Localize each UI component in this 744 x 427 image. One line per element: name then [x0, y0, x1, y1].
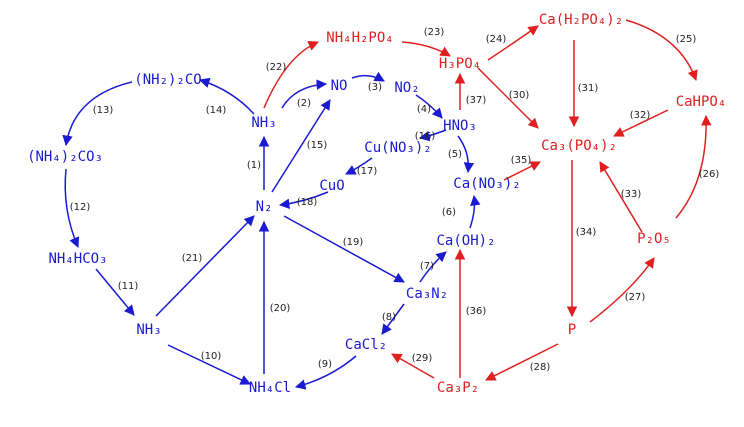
arrow-24 [487, 25, 539, 61]
edge-label-1: (1) [247, 160, 261, 171]
node-nitrogen-dioxide: NO₂ [394, 80, 419, 96]
arrow-4 [415, 94, 443, 119]
arrow-18 [278, 191, 329, 210]
arrow-25 [625, 19, 698, 81]
node-nitric-oxide: NO [331, 78, 348, 94]
edge-label-25: (25) [676, 34, 697, 45]
edge-label-7: (7) [420, 261, 434, 272]
edge-label-23: (23) [424, 27, 445, 38]
edge-label-13: (13) [93, 105, 114, 116]
arrow-11 [95, 268, 135, 316]
arrow-32 [613, 109, 669, 137]
arrow-19 [283, 215, 405, 283]
arrow-28 [485, 343, 559, 381]
node-calcium-hydrogen-phosphate: CaHPO₄ [676, 94, 727, 110]
node-ammonium-chloride: NH₄Cl [249, 380, 291, 396]
node-nitric-acid: HNO₃ [443, 118, 477, 134]
edge-label-14: (14) [206, 105, 227, 116]
edge-label-19: (19) [343, 237, 364, 248]
arrow-3 [351, 71, 385, 82]
edge-label-9: (9) [318, 359, 332, 370]
edge-label-32: (32) [630, 110, 651, 121]
arrow-5 [457, 135, 475, 174]
edge-label-33: (33) [621, 189, 642, 200]
arrow-10 [167, 344, 251, 385]
arrow-2 [281, 79, 328, 109]
arrow-13 [62, 81, 133, 147]
node-copper-nitrate: Cu(NO₃)₂ [364, 140, 431, 156]
edge-label-11: (11) [118, 281, 139, 292]
edge-label-26: (26) [699, 169, 720, 180]
edge-label-10: (10) [201, 351, 222, 362]
edge-label-31: (31) [578, 83, 599, 94]
node-calcium-phosphide: Ca₃P₂ [437, 380, 479, 396]
edge-label-3: (3) [368, 82, 382, 93]
edge-label-18: (18) [297, 197, 318, 208]
edge-label-6: (6) [442, 207, 456, 218]
edge-label-4: (4) [417, 104, 431, 115]
arrow-29 [391, 353, 435, 379]
node-ammonia-left: NH₃ [136, 322, 161, 338]
node-calcium-hydroxide: Ca(OH)₂ [436, 233, 495, 249]
edge-label-2: (2) [297, 98, 311, 109]
arrow-14 [198, 77, 255, 115]
arrow-16 [418, 129, 447, 142]
edge-label-37: (37) [466, 95, 487, 106]
arrow-12 [64, 168, 80, 248]
arrow-33 [599, 161, 643, 233]
edge-label-30: (30) [509, 90, 530, 101]
node-calcium-dihydrogen-phosphate: Ca(H₂PO₄)₂ [539, 12, 623, 28]
edge-label-28: (28) [530, 362, 551, 373]
node-calcium-chloride: CaCl₂ [345, 337, 387, 353]
edge-label-20: (20) [270, 303, 291, 314]
arrow-26 [675, 114, 712, 219]
edge-label-8: (8) [382, 312, 396, 323]
arrow-7 [419, 251, 447, 283]
node-calcium-phosphate: Ca₃(PO₄)₂ [541, 138, 617, 154]
edge-label-29: (29) [412, 353, 433, 364]
arrow-9 [294, 355, 357, 390]
node-copper-oxide: CuO [319, 178, 344, 194]
node-ammonia-top: NH₃ [251, 115, 276, 131]
edge-label-34: (34) [576, 227, 597, 238]
node-ammonium-carbonate: (NH₄)₂CO₃ [27, 149, 103, 165]
node-phosphorus-pentoxide: P₂O₅ [637, 231, 671, 247]
edge-label-21: (21) [182, 253, 203, 264]
node-ammonium-dihydrogen-phosphate: NH₄H₂PO₄ [326, 30, 393, 46]
edge-label-35: (35) [511, 155, 532, 166]
node-calcium-nitrate: Ca(NO₃)₂ [453, 176, 520, 192]
edge-label-5: (5) [448, 149, 462, 160]
edge-label-17: (17) [357, 166, 378, 177]
edge-label-12: (12) [70, 202, 91, 213]
arrow-35 [503, 161, 541, 181]
arrow-6 [469, 194, 481, 229]
edge-label-16: (16) [415, 131, 436, 142]
node-urea: (NH₂)₂CO [134, 72, 201, 88]
node-ammonium-bicarbonate: NH₄HCO₃ [48, 251, 107, 267]
arrow-17 [345, 157, 373, 175]
arrow-21 [155, 215, 255, 317]
arrow-23 [401, 41, 451, 57]
node-nitrogen: N₂ [256, 199, 273, 215]
edge-label-24: (24) [486, 34, 507, 45]
arrow-30 [477, 67, 539, 129]
node-calcium-nitride: Ca₃N₂ [406, 286, 448, 302]
edge-label-15: (15) [307, 140, 328, 151]
arrow-15 [271, 99, 331, 193]
node-phosphoric-acid: H₃PO₄ [439, 56, 481, 72]
edge-label-22: (22) [266, 62, 287, 73]
edge-label-36: (36) [466, 306, 487, 317]
arrow-22 [263, 40, 319, 109]
edge-label-27: (27) [625, 292, 646, 303]
node-phosphorus: P [568, 322, 576, 338]
arrow-8 [381, 303, 405, 335]
arrow-27 [589, 257, 655, 323]
